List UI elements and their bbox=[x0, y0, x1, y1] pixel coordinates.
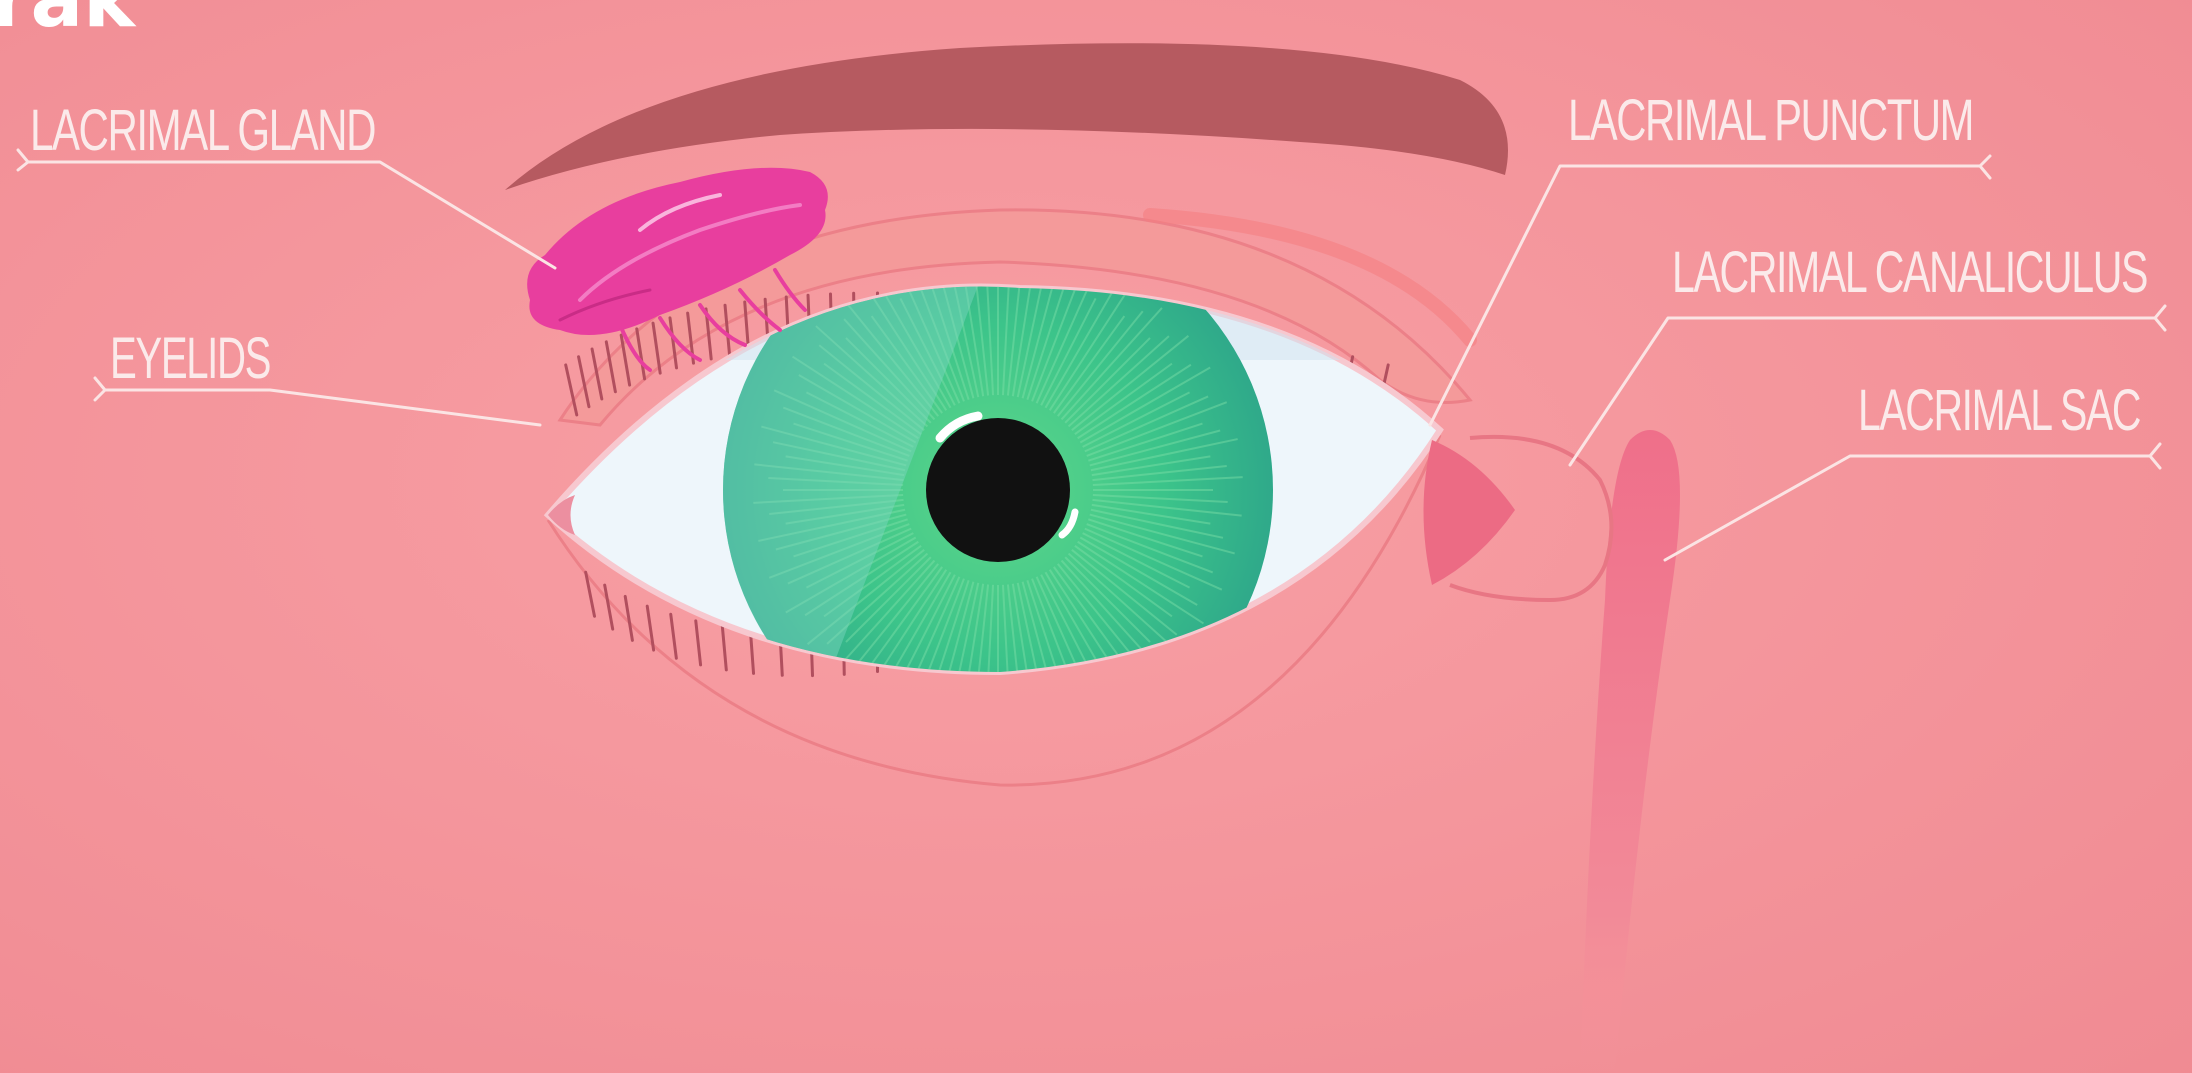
label-lacrimal-punctum: LACRIMAL PUNCTUM bbox=[1568, 88, 1973, 153]
pupil bbox=[926, 418, 1070, 562]
label-lacrimal-gland: LACRIMAL GLAND bbox=[30, 98, 375, 163]
label-lacrimal-canaliculus: LACRIMAL CANALICULUS bbox=[1672, 240, 2147, 305]
label-lacrimal-sac: LACRIMAL SAC bbox=[1858, 378, 2140, 443]
corner-title-text: rak bbox=[0, 0, 137, 45]
label-eyelids: EYELIDS bbox=[110, 326, 270, 391]
